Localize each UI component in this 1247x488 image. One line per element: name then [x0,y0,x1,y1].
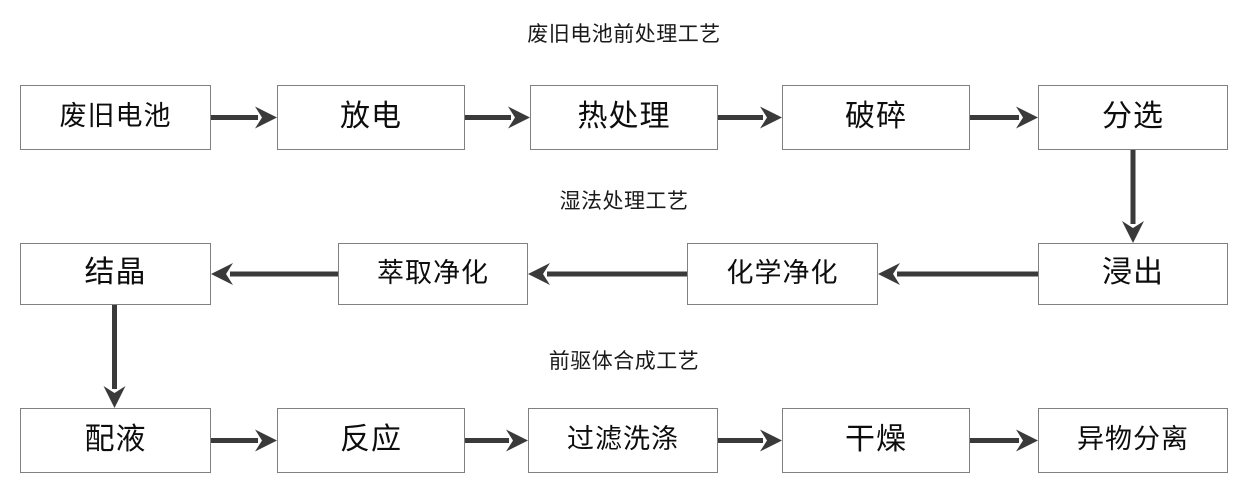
process-node-n11[interactable]: 反应 [277,408,465,473]
process-node-n12[interactable]: 过滤洗涤 [528,408,718,473]
arrow-n2-to-n3 [465,106,530,129]
process-node-label: 浸出 [1102,255,1164,290]
process-node-n10[interactable]: 配液 [20,408,211,473]
process-node-n7[interactable]: 萃取净化 [338,243,528,305]
process-node-label: 废旧电池 [59,101,172,132]
process-node-label: 分选 [1102,98,1164,134]
arrow-n6-to-n10 [103,305,126,408]
process-node-label: 干燥 [845,421,907,457]
process-node-label: 异物分离 [1077,424,1189,455]
process-node-n14[interactable]: 异物分离 [1038,408,1228,473]
process-node-n5[interactable]: 分选 [1038,85,1228,150]
process-node-n2[interactable]: 放电 [277,85,465,150]
process-node-n1[interactable]: 废旧电池 [20,85,211,150]
process-node-n9[interactable]: 浸出 [1038,243,1228,305]
arrow-n3-to-n4 [718,106,782,129]
arrow-n5-to-n9 [1122,150,1144,243]
process-node-label: 萃取净化 [377,257,489,289]
process-node-label: 结晶 [84,255,147,290]
process-node-label: 破碎 [845,98,907,134]
section-title-precursor-synthesis: 前驱体合成工艺 [548,349,700,373]
process-node-n6[interactable]: 结晶 [20,243,211,305]
arrow-n7-to-n6 [211,263,338,285]
process-node-n13[interactable]: 干燥 [782,408,970,473]
process-node-label: 反应 [340,421,402,457]
process-node-label: 热处理 [577,98,671,134]
section-title-pretreatment: 废旧电池前处理工艺 [527,22,721,46]
process-node-label: 过滤洗涤 [567,424,679,455]
process-node-n4[interactable]: 破碎 [782,85,970,150]
process-node-n3[interactable]: 热处理 [530,85,718,150]
section-title-hydrometallurgy: 湿法处理工艺 [559,189,689,213]
arrow-n12-to-n13 [718,429,782,452]
process-node-n8[interactable]: 化学净化 [687,243,878,305]
process-node-label: 放电 [340,98,402,134]
process-node-label: 配液 [84,421,147,457]
arrow-n10-to-n11 [211,429,277,452]
arrow-n1-to-n2 [211,106,277,129]
arrow-n4-to-n5 [970,106,1038,129]
arrow-n13-to-n14 [970,429,1038,452]
arrow-n8-to-n7 [528,263,687,285]
arrow-n11-to-n12 [465,429,528,452]
arrow-n9-to-n8 [878,263,1038,285]
process-node-label: 化学净化 [726,257,839,289]
